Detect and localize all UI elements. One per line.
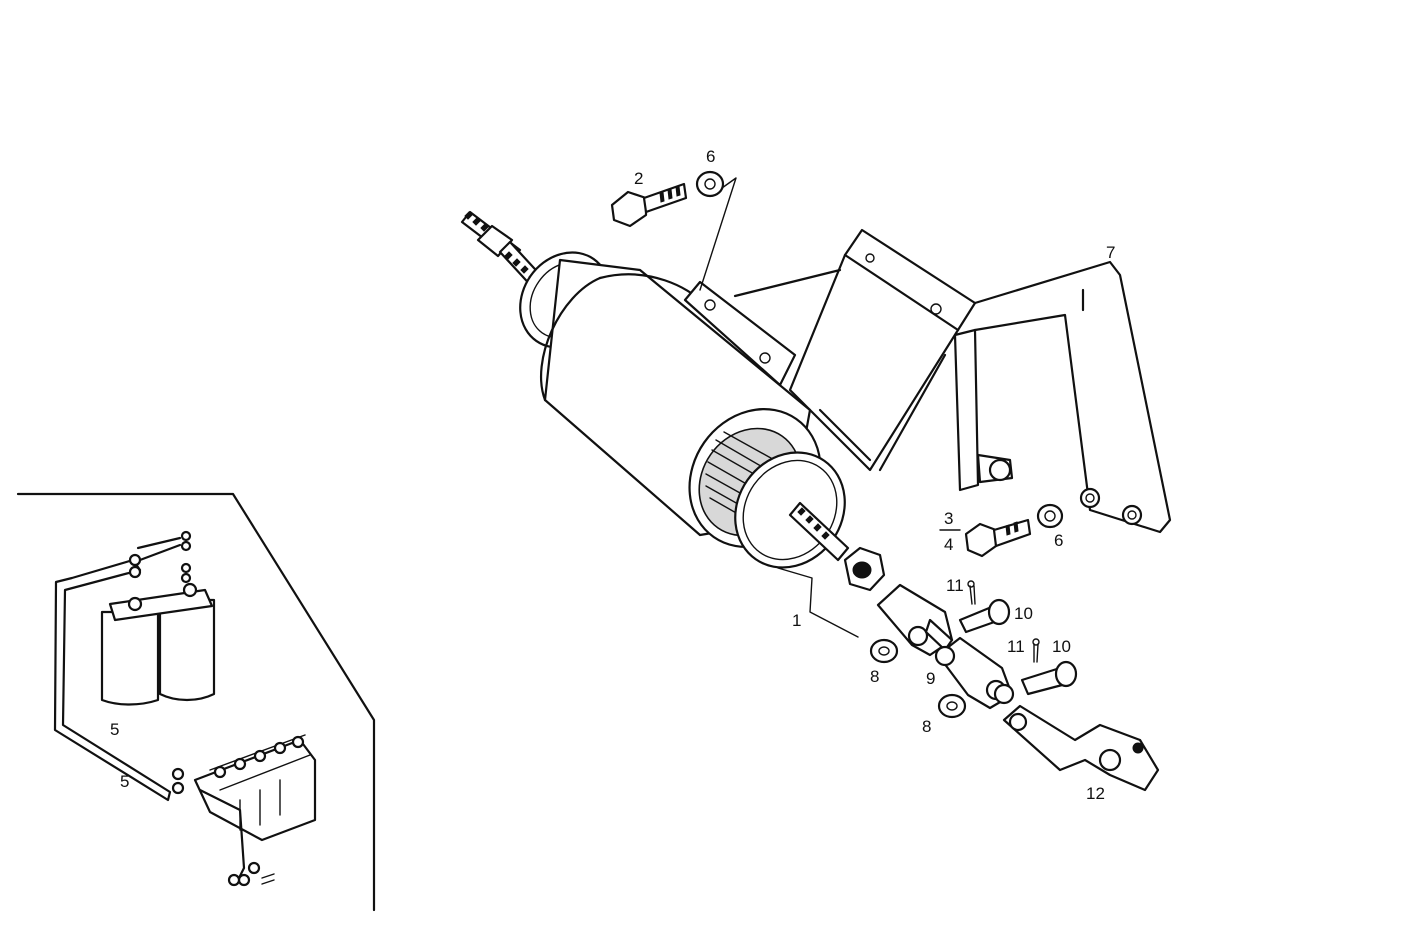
leader-line-6-top bbox=[699, 177, 737, 291]
callout-8-upper: 8 bbox=[870, 667, 879, 686]
callout-3: 3 bbox=[944, 509, 953, 528]
washer-8-lower bbox=[937, 693, 967, 719]
washer-6-top bbox=[695, 170, 725, 198]
cotter-pin-11-lower bbox=[1033, 643, 1039, 663]
callout-8-lower: 8 bbox=[922, 717, 931, 736]
leader-line-1 bbox=[777, 567, 859, 638]
callout-12: 12 bbox=[1086, 784, 1105, 803]
solenoid-cylinder bbox=[460, 210, 850, 569]
bolt-2 bbox=[610, 182, 688, 228]
inset-detail bbox=[16, 492, 376, 912]
callout-1: 1 bbox=[792, 611, 801, 630]
callout-11-upper: 11 bbox=[946, 576, 964, 595]
callout-10-upper: 10 bbox=[1014, 604, 1033, 623]
clevis-upper bbox=[876, 583, 954, 657]
callout-9: 9 bbox=[926, 669, 935, 688]
filter-left bbox=[100, 610, 160, 706]
threaded-stud-left bbox=[460, 210, 547, 292]
callout-7: 7 bbox=[1106, 243, 1115, 262]
mounting-bracket bbox=[683, 228, 1172, 534]
callout-6-right: 6 bbox=[1054, 531, 1063, 550]
pin-10-lower bbox=[1020, 660, 1078, 696]
cotter-pin-11-upper bbox=[969, 585, 976, 605]
washer-6-right bbox=[1036, 503, 1064, 529]
pin-10-upper bbox=[958, 598, 1011, 634]
hex-nut bbox=[843, 546, 886, 592]
callout-11-lower: 11 bbox=[1007, 637, 1025, 656]
callout-10-lower: 10 bbox=[1052, 637, 1071, 656]
filter-right bbox=[158, 598, 216, 702]
bolt-3-4 bbox=[964, 518, 1032, 558]
callout-6-top: 6 bbox=[706, 147, 715, 166]
callout-2: 2 bbox=[634, 169, 643, 188]
callout-5-upper: 5 bbox=[110, 720, 119, 739]
clevis-9 bbox=[934, 636, 1015, 710]
threaded-stud-right bbox=[788, 501, 850, 562]
lever-12 bbox=[1002, 704, 1160, 792]
callout-5-lower: 5 bbox=[120, 772, 129, 791]
callout-4: 4 bbox=[944, 535, 953, 554]
inset-border bbox=[16, 492, 376, 912]
washer-8-upper bbox=[869, 638, 899, 664]
